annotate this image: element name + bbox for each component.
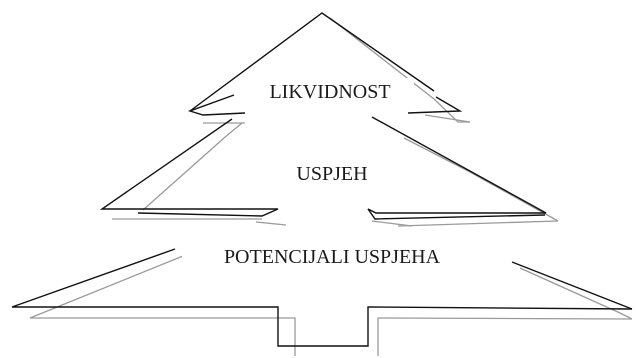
tier-label-potencijali-uspjeha: POTENCIJALI USPJEHA bbox=[224, 246, 441, 268]
tier-label-uspjeh: USPJEH bbox=[296, 163, 367, 185]
label-bg-top bbox=[244, 78, 414, 104]
tier-label-likvidnost: LIKVIDNOST bbox=[269, 81, 390, 103]
tree-main-outline bbox=[11, 12, 633, 347]
label-bg-bottom bbox=[182, 243, 484, 271]
tree-shadow-outline bbox=[29, 17, 633, 356]
